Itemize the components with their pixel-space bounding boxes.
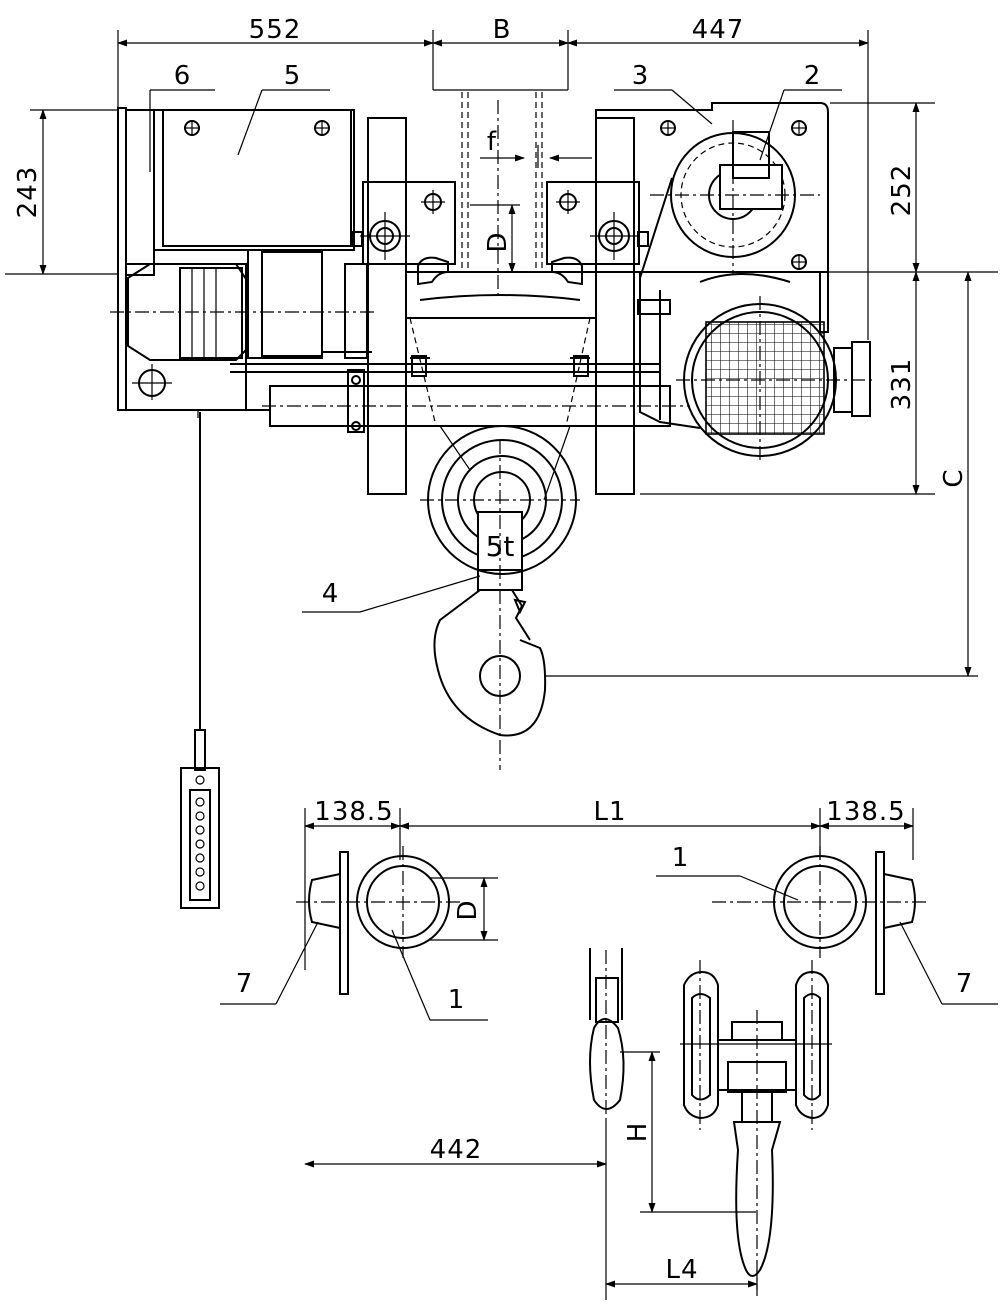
callout-5: 5: [284, 61, 301, 91]
gearbox: [595, 102, 829, 429]
travel-motor: [676, 271, 876, 464]
dim-442: 442: [430, 1135, 483, 1165]
dim-243: 243: [13, 166, 43, 219]
dim-138-left: 138.5: [314, 797, 393, 827]
dim-138-right: 138.5: [826, 797, 905, 827]
dim-d-top: D: [483, 231, 513, 252]
dim-252: 252: [887, 164, 917, 217]
dim-552: 552: [249, 15, 302, 45]
callout-7-right: 7: [956, 969, 973, 999]
dim-h: H: [623, 1122, 653, 1143]
callout-1-bottom: 1: [448, 985, 465, 1015]
beam-dimensions: f D: [470, 127, 592, 273]
dim-l4: L4: [665, 1255, 698, 1285]
dim-f: f: [487, 127, 497, 157]
hook-side-views: H 442 L4: [304, 948, 832, 1300]
dim-l1: L1: [593, 797, 626, 827]
dim-d-bottom: D: [453, 899, 483, 920]
trolley-frame: [351, 117, 649, 501]
callout-3: 3: [632, 61, 649, 91]
top-dimensions: 552 B 447: [117, 15, 869, 340]
dim-331: 331: [887, 358, 917, 411]
top-callouts: 6 5 3 2 4: [149, 61, 842, 613]
wheel-plan-view: 138.5 L1 138.5 D: [296, 797, 926, 995]
hoist-motor-housing: [110, 107, 690, 433]
callout-4: 4: [322, 579, 339, 609]
dim-b: B: [493, 15, 512, 45]
callout-1-right: 1: [672, 843, 689, 873]
dim-447: 447: [692, 15, 745, 45]
hook-block: 5t: [420, 425, 580, 770]
callout-2: 2: [804, 61, 821, 91]
dim-c: C: [939, 468, 969, 487]
bottom-callouts: 7 1 1 7: [220, 843, 998, 1021]
callout-6: 6: [174, 61, 191, 91]
pendant-control: [180, 412, 220, 909]
callout-7-left: 7: [236, 969, 253, 999]
